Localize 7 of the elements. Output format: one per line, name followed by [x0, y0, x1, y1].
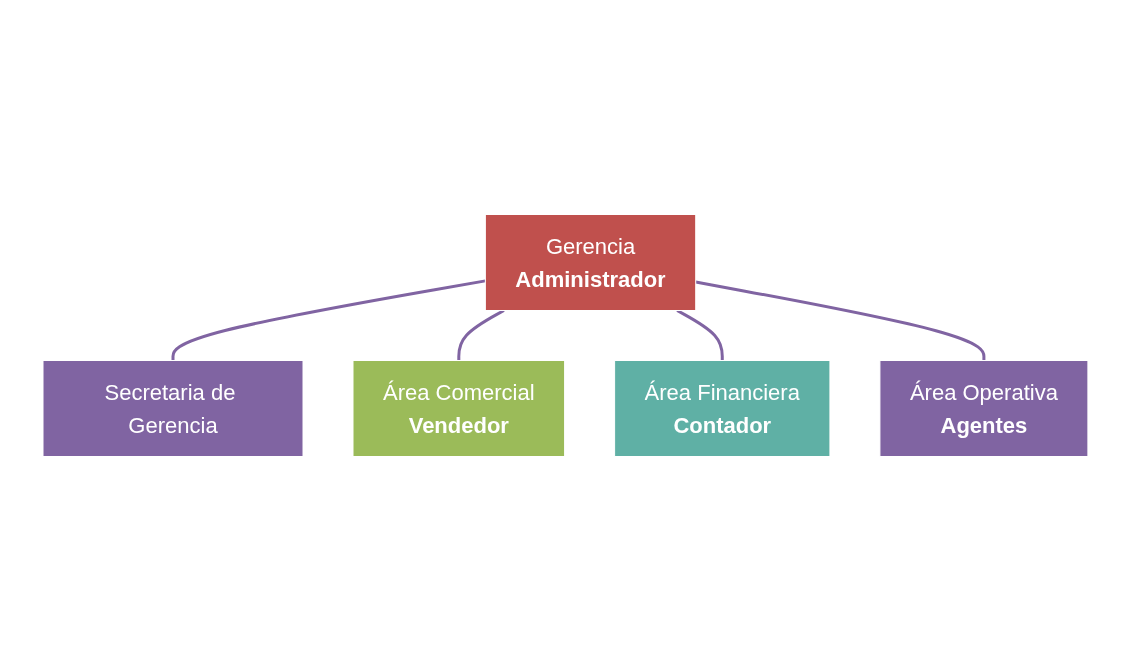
- connector: [457, 309, 505, 361]
- node-box: Área Financiera Contador: [614, 360, 831, 457]
- node-box: Secretaria de Gerencia: [42, 360, 304, 457]
- node-box: Área Operativa Agentes: [879, 360, 1089, 457]
- node-box: Gerencia Administrador: [484, 214, 697, 311]
- node-box: Área Comercial Vendedor: [352, 360, 566, 457]
- connector: [676, 309, 724, 361]
